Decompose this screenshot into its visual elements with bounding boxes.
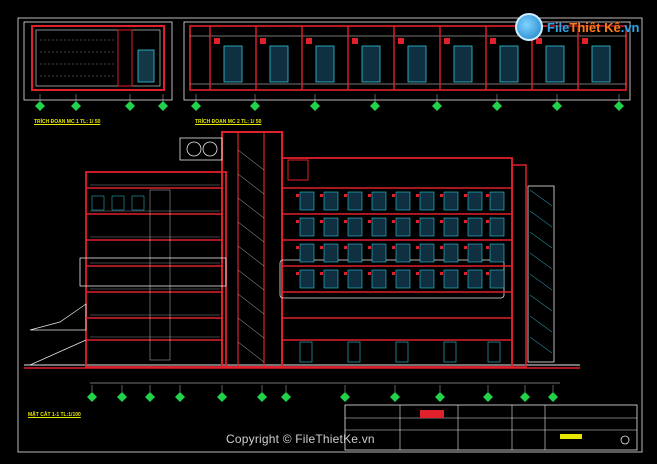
door-glazing: [443, 341, 457, 363]
grid-axis-marker: [250, 101, 260, 111]
door-glazing: [545, 45, 565, 83]
window-glazing: [443, 243, 459, 263]
grid-axis-marker: [520, 392, 530, 402]
grid-axis-marker: [257, 392, 267, 402]
window-glazing: [467, 217, 483, 237]
window-glazing: [347, 243, 363, 263]
door-glazing: [269, 45, 289, 83]
door-glazing: [299, 341, 313, 363]
window-glazing: [467, 243, 483, 263]
detail-section-1: [23, 21, 173, 101]
watermark-logo: FileThiết Kế.vn: [515, 10, 640, 44]
window-glazing: [323, 191, 339, 211]
window-glazing: [489, 243, 505, 263]
door-glazing: [591, 45, 611, 83]
window-glazing: [395, 191, 411, 211]
grid-axis-marker: [548, 392, 558, 402]
window-glazing: [299, 217, 315, 237]
window-glazing: [347, 269, 363, 289]
grid-axis-marker: [310, 101, 320, 111]
window-glazing: [467, 269, 483, 289]
floor-lines: [86, 149, 512, 363]
window-glazing: [299, 191, 315, 211]
copyright-watermark: Copyright © FileThietKe.vn: [226, 432, 375, 446]
section-title: MẶT CẮT 1-1 TL:1/100: [28, 412, 81, 418]
detail-2-title: TRÍCH ĐOẠN MC 2 TL: 1/ 50: [195, 119, 262, 125]
grid-axis-marker: [390, 392, 400, 402]
door-glazing: [453, 45, 473, 83]
window-glazing: [467, 191, 483, 211]
grid-axis-marker: [125, 101, 135, 111]
window-glazing: [419, 269, 435, 289]
top-grid-markers: [35, 94, 624, 111]
window-glazing: [111, 195, 125, 211]
grid-axis-marker: [281, 392, 291, 402]
window-glazing: [395, 217, 411, 237]
grid-axis-marker: [71, 101, 81, 111]
door-glazing: [395, 341, 409, 363]
grid-axis-marker: [191, 101, 201, 111]
window-glazing: [489, 269, 505, 289]
window-glazing: [131, 195, 145, 211]
window-glazing: [489, 217, 505, 237]
glazing-windows: [91, 189, 553, 363]
window-glazing: [323, 217, 339, 237]
window-glazing: [299, 269, 315, 289]
grid-axis-marker: [175, 392, 185, 402]
door-glazing: [347, 341, 361, 363]
door-glazing: [361, 45, 381, 83]
detail-section-2: [183, 21, 631, 101]
window-glazing: [371, 243, 387, 263]
grid-axis-marker: [145, 392, 155, 402]
grid-axis-marker: [117, 392, 127, 402]
grid-axis-marker: [483, 392, 493, 402]
window-glazing: [371, 269, 387, 289]
door-glazing: [487, 341, 501, 363]
globe-icon: [515, 13, 543, 41]
detail-1-title: TRÍCH ĐOẠN MC 1 TL: 1/ 50: [34, 119, 101, 125]
door-glazing: [223, 45, 243, 83]
grid-axis-marker: [552, 101, 562, 111]
bottom-grid-markers: [87, 385, 558, 402]
grid-axis-marker: [35, 101, 45, 111]
grid-axis-marker: [435, 392, 445, 402]
window-glazing: [371, 191, 387, 211]
title-block: [344, 404, 638, 451]
window-glazing: [91, 195, 105, 211]
door-glazing: [315, 45, 335, 83]
grid-axis-marker: [87, 392, 97, 402]
grid-axis-marker: [370, 101, 380, 111]
window-glazing: [371, 217, 387, 237]
door-glazing: [407, 45, 427, 83]
door-glazing: [499, 45, 519, 83]
window-glazing: [443, 217, 459, 237]
window-glazing: [443, 269, 459, 289]
sheet-border: [17, 17, 643, 453]
grid-axis-marker: [217, 392, 227, 402]
grid-axis-marker: [158, 101, 168, 111]
grid-axis-marker: [614, 101, 624, 111]
window-glazing: [347, 217, 363, 237]
window-glazing: [299, 243, 315, 263]
window-glazing: [419, 217, 435, 237]
window-glazing: [489, 191, 505, 211]
window-glazing: [347, 191, 363, 211]
window-glazing: [323, 243, 339, 263]
window-glazing: [323, 269, 339, 289]
grid-axis-marker: [340, 392, 350, 402]
window-glazing: [419, 191, 435, 211]
window-glazing: [395, 243, 411, 263]
window-glazing: [443, 191, 459, 211]
grid-axis-marker: [432, 101, 442, 111]
logo-text: FileThiết Kế.vn: [547, 19, 640, 35]
window-glazing: [419, 243, 435, 263]
window-glazing: [395, 269, 411, 289]
grid-axis-marker: [492, 101, 502, 111]
